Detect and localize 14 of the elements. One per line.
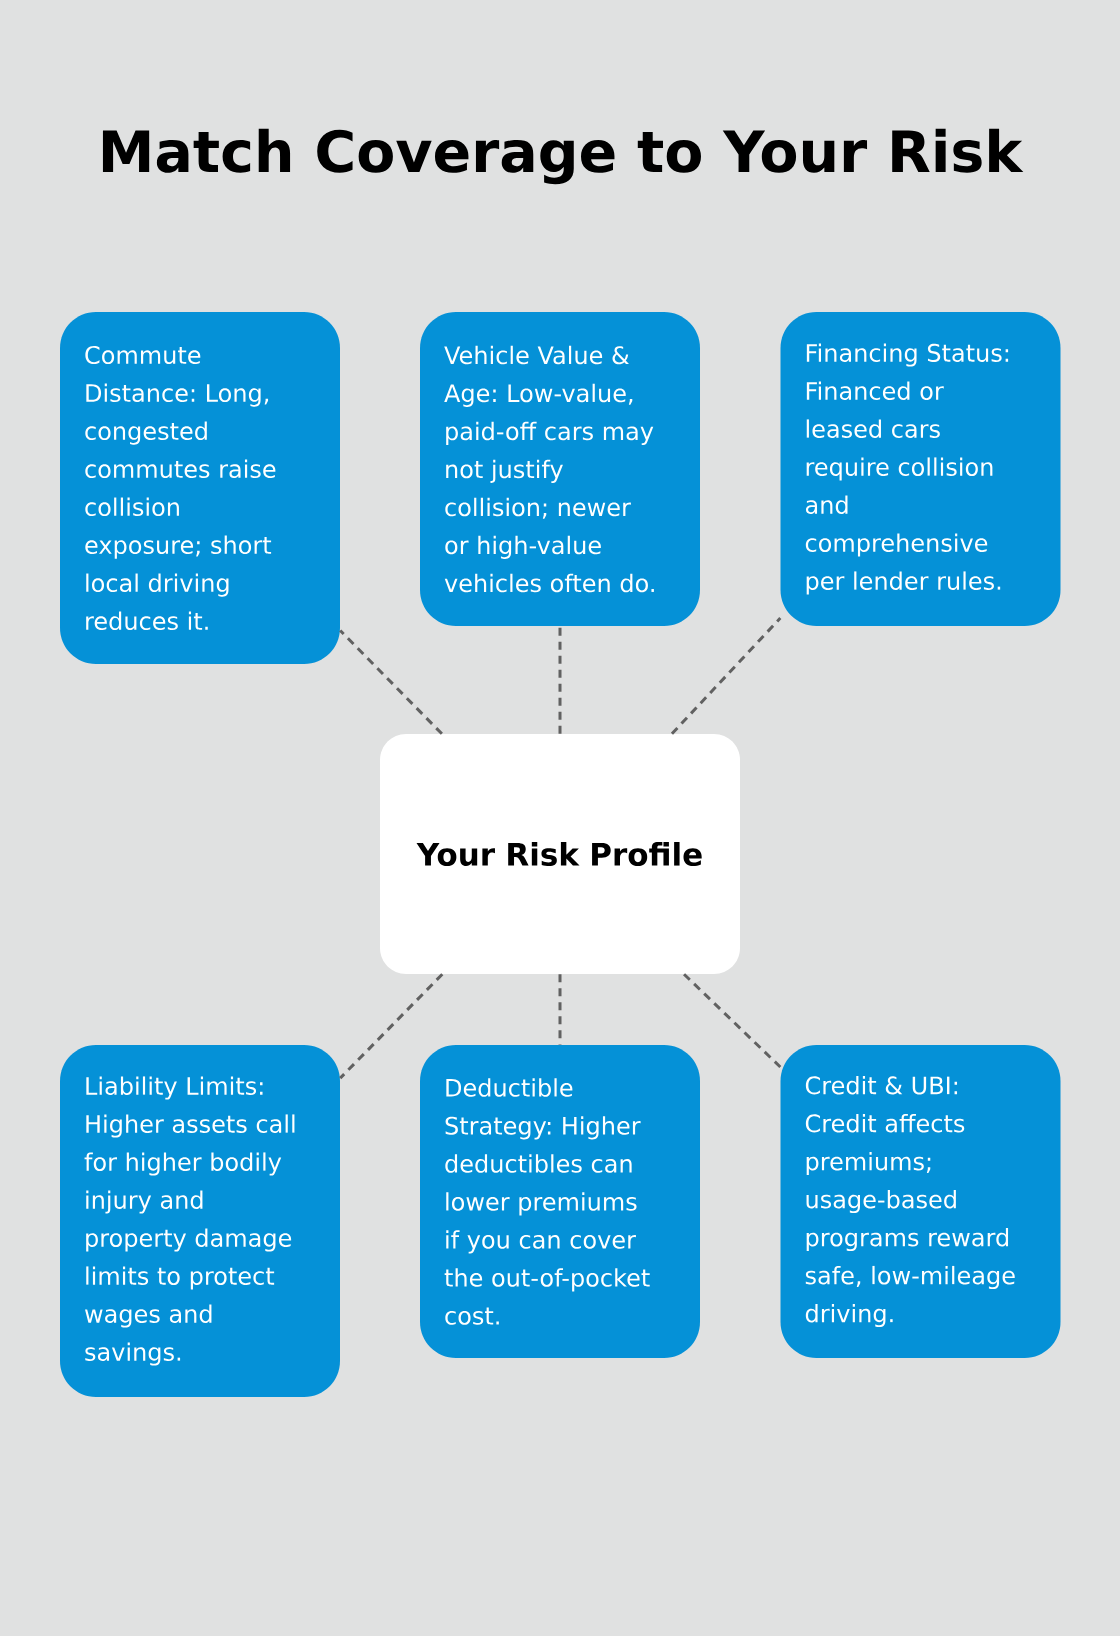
info-box: Financing Status: Financed or leased cars require collision and comprehensive per lender rules. <box>780 312 1061 626</box>
info-box: Liability Limits: Higher assets call for higher bodily injury and property damage limits to protect wages and savings. <box>60 1045 340 1397</box>
connector-line <box>558 974 562 1045</box>
connector-line <box>339 629 443 735</box>
connector-line <box>670 617 782 735</box>
title: Match Coverage to Your Risk <box>102 128 1024 185</box>
info-box: Deductible Strategy: Higher deductibles can lower premiums if you can cover the out-of-pocket cost. <box>420 1045 700 1358</box>
info-box: Vehicle Value & Age: Low-value, paid-off cars may not justify collision; newer or high-value vehicles often do. <box>420 312 700 626</box>
info-box: Credit & UBI: Credit affects premiums; usage-based programs reward safe, low-mileage driving. <box>780 1045 1061 1358</box>
connector-line <box>683 973 782 1069</box>
connector-line <box>558 626 562 734</box>
connector-line <box>339 973 444 1080</box>
hub-box: Your Risk Profile <box>380 734 740 974</box>
info-box: Commute Distance: Long, congested commutes raise collision exposure; short local driving reduces it. <box>60 312 340 664</box>
